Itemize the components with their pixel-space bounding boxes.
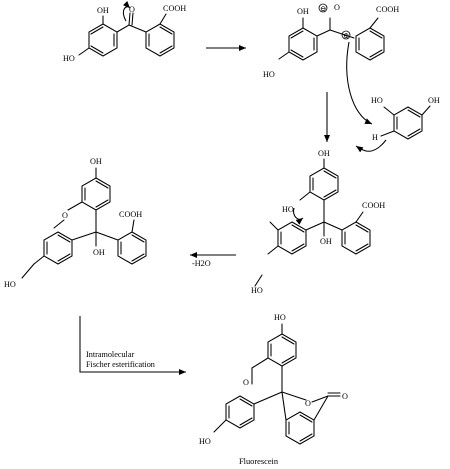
hydroxyl-label: OH [93,248,105,257]
substituent-label: OH [428,96,440,105]
ring-oxygen-label: O [243,378,249,387]
molecule-triaryl-carbinol: OH HO OH HO COOH [251,149,385,295]
molecule-caption: Fluorescein [239,457,279,466]
carboxyl-label: COOH [119,210,142,219]
substituent-label: OH [97,6,109,15]
substituent-label: HO [199,437,211,446]
hydrogen-label: H [372,133,378,142]
substituent-label: HO [263,70,275,79]
substituent-label: HO [274,313,286,322]
carboxyl-label: COOH [362,201,385,210]
arrow-label-dehydration: -H2O [192,259,211,268]
substituent-label: HO [4,280,16,289]
carboxyl-label: COOH [163,4,186,13]
molecule-resorcinol-benzoylbenzoic-acid: OH HO O COOH [63,0,186,63]
substituent-label: HO [251,286,263,295]
ring-oxygen-label: O [62,211,68,220]
substituent-label: OH [90,157,102,166]
molecule-fluorescein: HO O O O HO Fluorescein [199,313,348,466]
substituent-label: HO [282,205,294,214]
carbonyl-oxygen-label: O [342,392,348,401]
hydroxyl-label: OH [320,237,332,246]
carboxyl-label: COOH [376,5,399,14]
negative-charge: ⊖ [320,4,326,13]
substituent-label: HO [371,96,383,105]
substituent-label: HO [63,54,75,63]
lactone-oxygen-label: O [305,399,311,408]
oxygen-label: O [334,3,340,12]
molecule-resorcinol: HO OH H [355,96,440,153]
substituent-label: OH [318,149,330,158]
arrow-label-line: Intramolecular [86,350,134,359]
molecule-protonated-intermediate: OH HO O ⊖ ⊕ COOH [263,3,399,125]
molecule-xanthene-carbinol: OH O OH HO COOH [4,157,147,289]
arrow-label-line: Fischer esterification [86,360,155,369]
substituent-label: OH [297,7,309,16]
reaction-arrow-4 [79,316,186,375]
carbonyl-oxygen-label: O [129,5,135,14]
